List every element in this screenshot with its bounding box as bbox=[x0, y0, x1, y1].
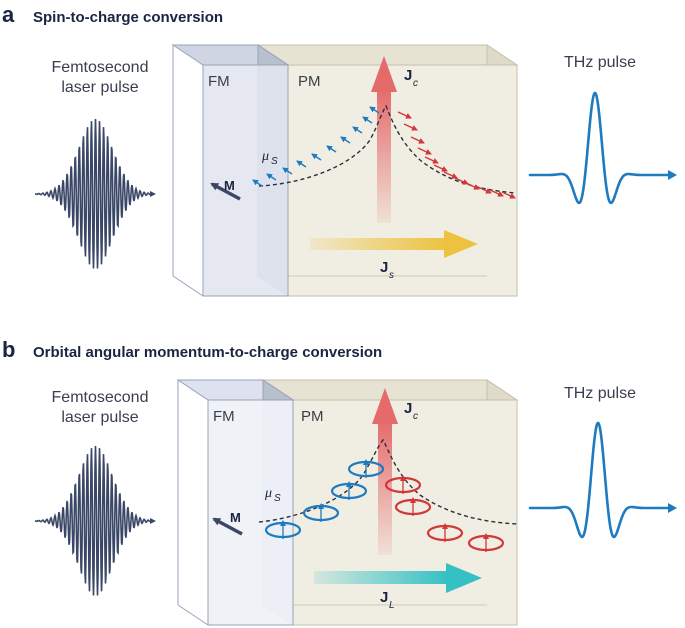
panel-a-fm-layer bbox=[171, 44, 290, 297]
spin-arrow bbox=[424, 156, 439, 164]
spin-arrow bbox=[403, 123, 418, 131]
panel-a-spin-arrows bbox=[252, 106, 516, 199]
panel-a-letter: a bbox=[2, 2, 15, 27]
panel-a-input-label-line1: Femtosecond bbox=[52, 59, 149, 76]
panel-b-orbital-current-label: J bbox=[380, 589, 388, 606]
spin-arrow bbox=[477, 186, 492, 194]
panel-b-fm-layer bbox=[176, 379, 295, 626]
panel-a-magnetization-arrow bbox=[210, 182, 241, 201]
panel-a-fm-label: FM bbox=[208, 73, 230, 90]
spin-arrow bbox=[340, 136, 351, 144]
spin-arrow bbox=[465, 182, 480, 190]
panel-a-spin-current-subscript: s bbox=[389, 270, 394, 281]
panel-b-output-label: THz pulse bbox=[564, 385, 636, 402]
panel-a-thz-pulse-waveform bbox=[528, 91, 677, 205]
panel-b-input-label-line1: Femtosecond bbox=[52, 389, 149, 406]
spin-arrow bbox=[443, 171, 458, 179]
panel-b-charge-current-label: J bbox=[404, 400, 412, 417]
panel-b-charge-current-arrow bbox=[372, 388, 398, 555]
spin-arrow bbox=[489, 189, 504, 197]
panel-a-potential-curve bbox=[258, 104, 517, 194]
panel-a-charge-current-label: J bbox=[404, 67, 412, 84]
spin-arrow bbox=[266, 173, 277, 181]
panel-a-mu-subscript: S bbox=[271, 156, 278, 167]
panel-a-magnetization-label: M bbox=[224, 178, 235, 193]
panel-a: a Spin-to-charge conversion Femtosecond … bbox=[2, 2, 677, 297]
panel-b-potential-curve bbox=[258, 438, 518, 525]
panel-a-input-label-line2: laser pulse bbox=[61, 79, 138, 96]
panel-b-thz-pulse-waveform bbox=[528, 421, 677, 539]
panel-b-orbital-current-subscript: L bbox=[389, 600, 395, 611]
panel-b-magnetization-arrow bbox=[212, 517, 243, 536]
panel-a-charge-current-subscript: c bbox=[413, 78, 418, 89]
panel-a-spin-current-arrow bbox=[310, 230, 478, 258]
spin-arrow bbox=[326, 145, 337, 153]
spin-arrow bbox=[454, 177, 469, 185]
spin-arrow bbox=[410, 136, 425, 144]
spin-arrow bbox=[501, 191, 516, 199]
panel-b-charge-current-subscript: c bbox=[413, 411, 418, 422]
panel-b-fm-label: FM bbox=[213, 408, 235, 425]
panel-a-laser-pulse-waveform bbox=[34, 118, 156, 269]
panel-b-magnetization-label: M bbox=[230, 510, 241, 525]
panel-b-orbital-current-arrow bbox=[314, 563, 482, 593]
panel-b-laser-pulse-waveform bbox=[34, 445, 156, 596]
panel-b-mu-subscript: S bbox=[274, 493, 281, 504]
panel-b-mu-symbol: μ bbox=[264, 486, 272, 501]
spin-arrow bbox=[296, 160, 307, 168]
panel-a-title: Spin-to-charge conversion bbox=[33, 9, 223, 26]
spin-arrow bbox=[362, 116, 373, 124]
spin-arrow bbox=[352, 126, 363, 134]
panel-a-output-label: THz pulse bbox=[564, 54, 636, 71]
panel-a-pm-layer bbox=[256, 44, 519, 297]
spin-arrow bbox=[282, 167, 293, 175]
spin-arrow bbox=[311, 153, 322, 161]
panel-b-title: Orbital angular momentum-to-charge conve… bbox=[33, 344, 382, 361]
panel-b-orbital-loops bbox=[264, 459, 505, 552]
panel-b: b Orbital angular momentum-to-charge con… bbox=[2, 337, 677, 626]
spin-arrow bbox=[397, 111, 412, 119]
spin-arrow bbox=[369, 106, 380, 114]
spin-arrow bbox=[252, 179, 263, 187]
panel-b-pm-label: PM bbox=[301, 408, 324, 425]
spin-arrow bbox=[417, 147, 432, 155]
panel-a-charge-current-arrow bbox=[371, 56, 397, 223]
panel-a-mu-symbol: μ bbox=[261, 149, 269, 164]
panel-b-letter: b bbox=[2, 337, 15, 362]
panel-a-spin-current-label: J bbox=[380, 259, 388, 276]
panel-b-input-label-line2: laser pulse bbox=[61, 409, 138, 426]
spin-arrow bbox=[433, 164, 448, 172]
panel-a-pm-label: PM bbox=[298, 73, 321, 90]
